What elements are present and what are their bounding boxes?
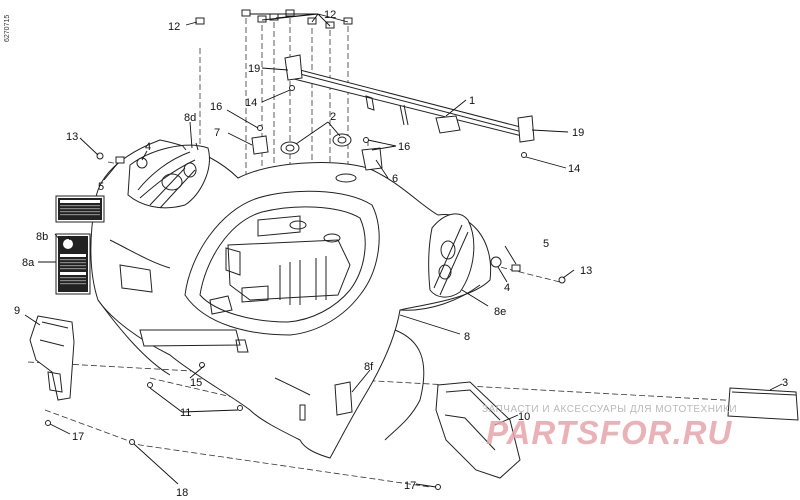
callout-1: 1 [469,95,475,107]
callout-17-right: 17 [404,480,416,492]
callout-13-left: 13 [66,131,78,143]
grommets [280,133,352,155]
callout-5-left: 5 [98,181,104,193]
leader-lines [24,13,783,488]
support-bar [284,54,535,143]
callout-8f: 8f [364,361,374,373]
callout-19-right: 19 [572,127,584,139]
callout-8: 8 [464,331,470,343]
callout-12-left: 12 [168,21,180,33]
callout-19-upper: 19 [248,63,260,75]
watermark-logo: PARTSFOR.RU [486,414,733,451]
callout-11: 11 [180,407,191,419]
callout-17-left: 17 [72,431,84,443]
callout-2: 2 [330,111,336,123]
callout-8e: 8e [494,306,506,318]
callout-13-right: 13 [580,265,592,277]
callout-3: 3 [782,377,788,389]
front-body-panel [90,139,492,459]
right-light-housing [428,213,475,298]
warning-label-bottom [55,233,91,295]
watermark-tagline: ЗАПЧАСТИ И АКСЕССУАРЫ ДЛЯ МОТОТЕХНИКИ [482,404,738,415]
callout-6: 6 [392,173,398,185]
callout-15: 15 [190,377,202,389]
callout-7: 7 [214,127,220,139]
pad [727,387,799,421]
callout-14-right: 14 [568,163,580,175]
callouts: 12 12 19 14 1 2 19 14 16 7 16 6 8d 4 13 … [14,9,788,499]
right-side-panel [435,381,521,479]
callout-8a: 8a [22,257,35,269]
callout-16-left: 16 [210,101,222,113]
callout-4-right: 4 [504,282,510,294]
left-light-housing [127,142,210,209]
brackets [251,135,383,171]
document-id: 6270715 [4,15,11,42]
callout-12-top: 12 [324,9,336,21]
callout-8b: 8b [36,231,48,243]
lower-clips [45,329,441,490]
callout-18: 18 [176,487,188,499]
callout-10: 10 [518,411,530,423]
callout-14-upper: 14 [245,97,257,109]
warning-label-top [55,195,105,223]
bolts-12 [195,9,353,29]
callout-16-right: 16 [398,141,410,153]
callout-4-left: 4 [145,141,151,153]
callout-5-right: 5 [543,238,549,250]
left-side-panel [29,315,75,401]
callout-9: 9 [14,305,20,317]
callout-8d: 8d [184,112,196,124]
